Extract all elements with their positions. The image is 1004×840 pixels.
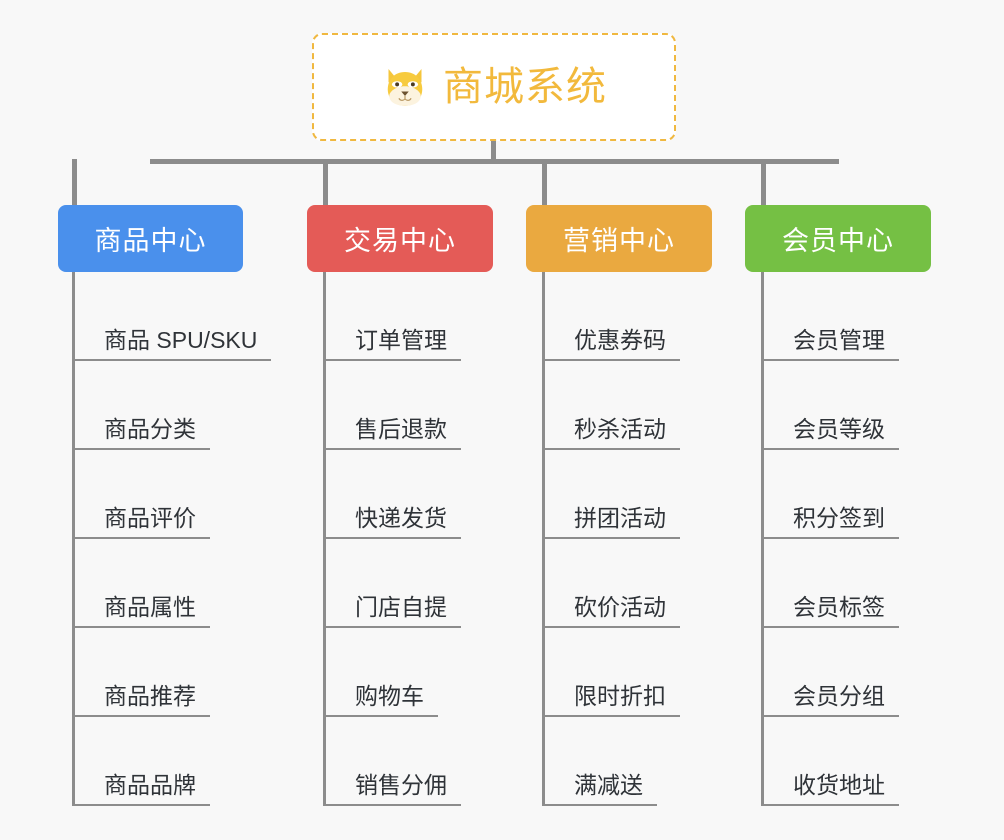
branch-drop-connector bbox=[761, 159, 766, 206]
shiba-dog-face-icon bbox=[381, 63, 429, 111]
leaf-underline: 会员等级 bbox=[761, 414, 899, 450]
leaf-item[interactable]: 满减送 bbox=[542, 717, 680, 806]
leaf-item[interactable]: 砍价活动 bbox=[542, 539, 680, 628]
leaf-item-label: 会员标签 bbox=[793, 594, 885, 620]
leaf-item-label: 会员管理 bbox=[793, 327, 885, 353]
leaf-underline: 会员标签 bbox=[761, 592, 899, 628]
leaf-column-3: 优惠券码秒杀活动拼团活动砍价活动限时折扣满减送 bbox=[542, 272, 680, 806]
category-header-3[interactable]: 营销中心 bbox=[526, 205, 712, 272]
leaf-underline: 商品评价 bbox=[72, 503, 210, 539]
leaf-item[interactable]: 会员等级 bbox=[761, 361, 899, 450]
branch-drop-connector bbox=[542, 159, 547, 206]
leaf-column-4: 会员管理会员等级积分签到会员标签会员分组收货地址 bbox=[761, 272, 899, 806]
leaf-item-label: 快递发货 bbox=[355, 505, 447, 531]
leaf-underline: 商品品牌 bbox=[72, 770, 210, 806]
leaf-underline: 拼团活动 bbox=[542, 503, 680, 539]
leaf-underline: 会员分组 bbox=[761, 681, 899, 717]
leaf-item[interactable]: 会员分组 bbox=[761, 628, 899, 717]
leaf-item[interactable]: 拼团活动 bbox=[542, 450, 680, 539]
leaf-item-label: 商品品牌 bbox=[104, 772, 196, 798]
leaf-item-label: 满减送 bbox=[574, 772, 643, 798]
category-header-label: 交易中心 bbox=[344, 226, 456, 256]
category-header-label: 会员中心 bbox=[782, 226, 894, 256]
category-header-label: 商品中心 bbox=[94, 226, 207, 256]
leaf-item-label: 商品分类 bbox=[104, 416, 196, 442]
branch-drop-connector bbox=[72, 159, 77, 206]
leaf-item[interactable]: 门店自提 bbox=[323, 539, 461, 628]
leaf-column-1: 商品 SPU/SKU 商品分类商品评价商品属性商品推荐商品品牌 bbox=[72, 272, 272, 806]
leaf-item-label: 会员等级 bbox=[793, 416, 885, 442]
leaf-item[interactable]: 商品评价 bbox=[72, 450, 271, 539]
leaf-item-label: 商品评价 bbox=[104, 505, 196, 531]
category-header-label: 营销中心 bbox=[563, 226, 675, 256]
leaf-item-label: 门店自提 bbox=[355, 594, 447, 620]
leaf-item[interactable]: 商品分类 bbox=[72, 361, 271, 450]
leaf-underline: 订单管理 bbox=[323, 325, 461, 361]
leaf-item-label: 商品属性 bbox=[104, 594, 196, 620]
leaf-item-label: 收货地址 bbox=[793, 772, 885, 798]
leaf-underline: 满减送 bbox=[542, 770, 657, 806]
leaf-underline: 收货地址 bbox=[761, 770, 899, 806]
leaf-item[interactable]: 销售分佣 bbox=[323, 717, 461, 806]
leaf-item[interactable]: 积分签到 bbox=[761, 450, 899, 539]
leaf-item[interactable]: 商品推荐 bbox=[72, 628, 271, 717]
leaf-underline: 快递发货 bbox=[323, 503, 461, 539]
category-header-1[interactable]: 商品中心 bbox=[58, 205, 243, 272]
leaf-underline: 商品推荐 bbox=[72, 681, 210, 717]
leaf-item[interactable]: 收货地址 bbox=[761, 717, 899, 806]
leaf-item[interactable]: 售后退款 bbox=[323, 361, 461, 450]
leaf-item[interactable]: 商品属性 bbox=[72, 539, 271, 628]
leaf-item-label: 商品推荐 bbox=[104, 683, 196, 709]
leaf-item-label: 限时折扣 bbox=[574, 683, 666, 709]
leaf-item[interactable]: 快递发货 bbox=[323, 450, 461, 539]
root-stem-connector bbox=[491, 141, 496, 163]
leaf-underline: 售后退款 bbox=[323, 414, 461, 450]
leaf-item-label: 销售分佣 bbox=[355, 772, 447, 798]
leaf-underline: 优惠券码 bbox=[542, 325, 680, 361]
leaf-item-label: 秒杀活动 bbox=[574, 416, 666, 442]
leaf-item[interactable]: 优惠券码 bbox=[542, 272, 680, 361]
leaf-underline: 商品属性 bbox=[72, 592, 210, 628]
root-title: 商城系统 bbox=[443, 65, 607, 109]
leaf-underline: 会员管理 bbox=[761, 325, 899, 361]
leaf-item-label: 拼团活动 bbox=[574, 505, 666, 531]
leaf-item-label: 积分签到 bbox=[793, 505, 885, 531]
leaf-item-label: 订单管理 bbox=[355, 327, 447, 353]
leaf-item-label: 售后退款 bbox=[355, 416, 447, 442]
root-bus-connector bbox=[150, 159, 839, 164]
leaf-underline: 销售分佣 bbox=[323, 770, 461, 806]
category-header-4[interactable]: 会员中心 bbox=[745, 205, 931, 272]
leaf-underline: 商品 SPU/SKU bbox=[72, 325, 272, 361]
leaf-underline: 购物车 bbox=[323, 681, 438, 717]
leaf-underline: 秒杀活动 bbox=[542, 414, 680, 450]
leaf-item-label: 商品 SPU/SKU bbox=[104, 327, 258, 353]
leaf-underline: 积分签到 bbox=[761, 503, 899, 539]
leaf-item[interactable]: 购物车 bbox=[323, 628, 461, 717]
leaf-item[interactable]: 商品 SPU/SKU bbox=[72, 272, 272, 361]
leaf-underline: 限时折扣 bbox=[542, 681, 680, 717]
leaf-underline: 商品分类 bbox=[72, 414, 210, 450]
leaf-item[interactable]: 订单管理 bbox=[323, 272, 461, 361]
leaf-column-2: 订单管理售后退款快递发货门店自提购物车销售分佣 bbox=[323, 272, 461, 806]
leaf-underline: 门店自提 bbox=[323, 592, 461, 628]
leaf-item[interactable]: 秒杀活动 bbox=[542, 361, 680, 450]
root-node[interactable]: 商城系统 bbox=[312, 33, 676, 141]
branch-drop-connector bbox=[323, 159, 328, 206]
leaf-underline: 砍价活动 bbox=[542, 592, 680, 628]
leaf-item[interactable]: 商品品牌 bbox=[72, 717, 271, 806]
category-header-2[interactable]: 交易中心 bbox=[307, 205, 493, 272]
leaf-item[interactable]: 会员标签 bbox=[761, 539, 899, 628]
leaf-item[interactable]: 会员管理 bbox=[761, 272, 899, 361]
leaf-item[interactable]: 限时折扣 bbox=[542, 628, 680, 717]
leaf-item-label: 优惠券码 bbox=[574, 327, 666, 353]
leaf-item-label: 砍价活动 bbox=[574, 594, 666, 620]
leaf-item-label: 购物车 bbox=[355, 683, 424, 709]
leaf-item-label: 会员分组 bbox=[793, 683, 885, 709]
